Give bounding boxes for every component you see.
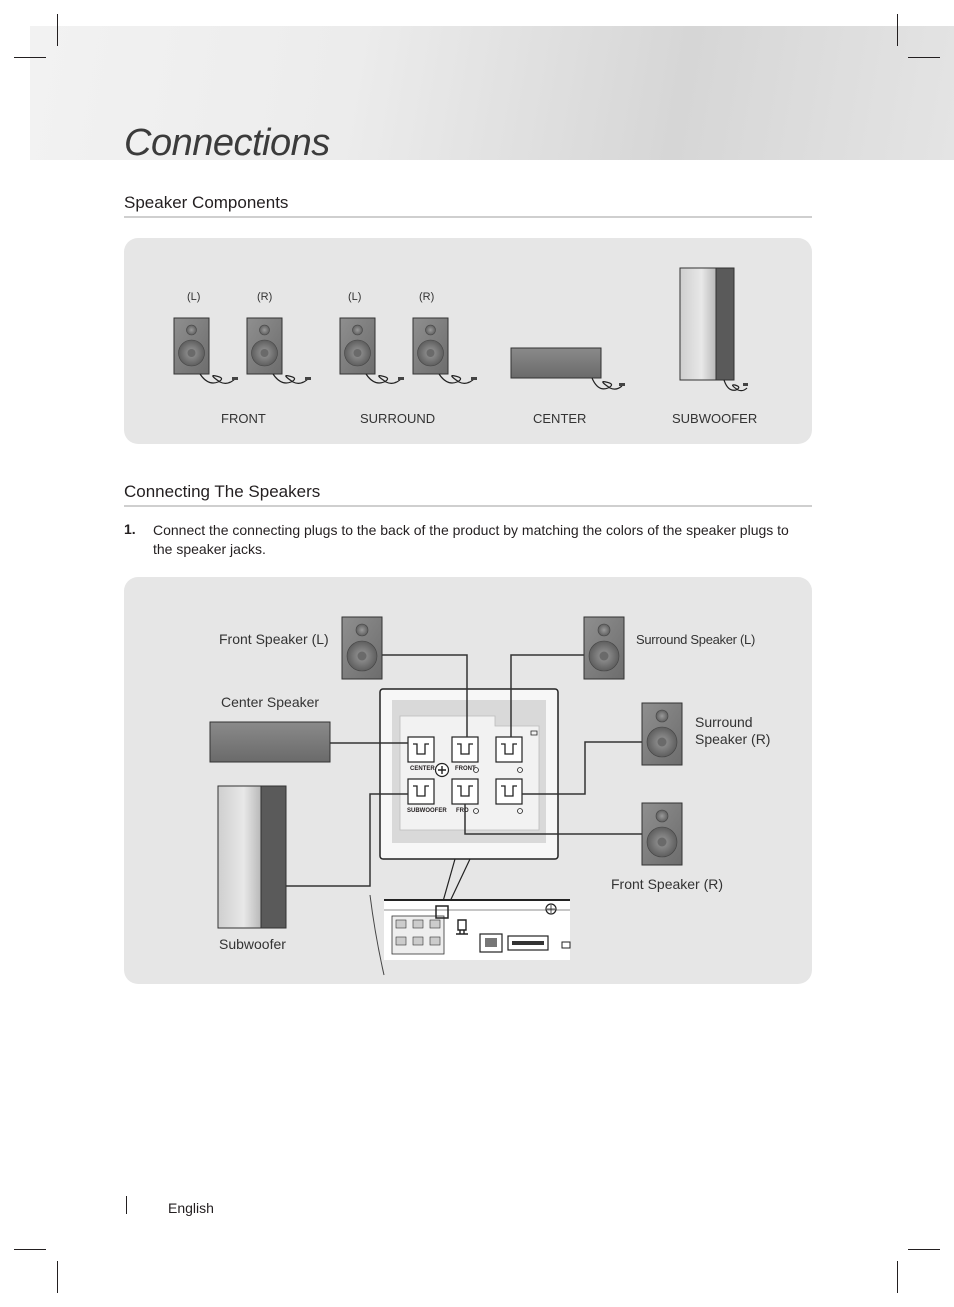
subwoofer-icon — [217, 785, 287, 929]
center-speaker-label: Center Speaker — [221, 694, 320, 710]
front-left-speaker-icon — [173, 317, 238, 384]
subwoofer-icon — [679, 267, 748, 392]
speaker-components-heading: Speaker Components — [124, 193, 289, 212]
front-right-side-label: (R) — [257, 291, 273, 303]
surround-right-speaker-icon — [641, 702, 683, 766]
subwoofer-label: SUBWOOFER — [672, 411, 758, 426]
center-speaker-icon — [209, 721, 331, 763]
surround-right-label-line1: Surround — [695, 714, 753, 730]
surround-right-wire — [522, 741, 642, 795]
crop-mark — [57, 14, 58, 46]
jack-label-front: FRONT — [455, 766, 476, 772]
surround-right-side-label: (R) — [419, 291, 435, 303]
section-rule — [124, 505, 812, 507]
section-rule — [124, 216, 812, 218]
speaker-wires — [286, 654, 642, 887]
front-right-speaker-icon — [246, 317, 311, 384]
crop-mark — [14, 57, 46, 58]
footer-language: English — [168, 1200, 214, 1216]
jack-label-fro: FRO — [456, 808, 469, 814]
front-left-speaker-icon — [341, 616, 383, 680]
surround-left-side-label: (L) — [348, 291, 362, 303]
crop-mark — [897, 14, 898, 46]
surround-left-wire — [510, 654, 584, 737]
subwoofer-label: Subwoofer — [219, 936, 286, 952]
front-left-wire — [382, 654, 468, 737]
surround-right-speaker-icon — [412, 317, 477, 384]
jack-label-subwoofer: SUBWOOFER — [407, 808, 447, 814]
speaker-terminal-panel — [379, 688, 559, 860]
step-text: Connect the connecting plugs to the back… — [153, 522, 789, 557]
header-band — [30, 26, 954, 160]
crop-mark — [897, 1261, 898, 1293]
surround-left-speaker-icon — [583, 616, 625, 680]
front-right-label: Front Speaker (R) — [611, 876, 724, 892]
page-title: Connections — [124, 122, 330, 164]
front-right-wire — [464, 804, 642, 835]
front-left-side-label: (L) — [187, 291, 201, 303]
center-label: CENTER — [533, 411, 587, 426]
crop-mark — [57, 1261, 58, 1293]
surround-label: SURROUND — [360, 411, 436, 426]
footer-divider — [126, 1196, 127, 1214]
step-number: 1. — [124, 521, 136, 537]
front-label: FRONT — [221, 411, 266, 426]
front-right-speaker-icon — [641, 802, 683, 866]
crop-mark — [14, 1249, 46, 1250]
crop-mark — [908, 1249, 940, 1250]
jack-label-center: CENTER — [410, 766, 435, 772]
crop-mark — [908, 57, 940, 58]
connecting-speakers-heading: Connecting The Speakers — [124, 482, 321, 501]
center-speaker-icon — [510, 347, 625, 390]
product-rear-panel — [369, 894, 571, 976]
front-left-label: Front Speaker (L) — [219, 631, 329, 647]
surround-left-label: Surround Speaker (L) — [636, 632, 756, 647]
surround-right-label-line2: Speaker (R) — [695, 731, 771, 747]
subwoofer-wire — [286, 793, 408, 887]
surround-left-speaker-icon — [339, 317, 404, 384]
